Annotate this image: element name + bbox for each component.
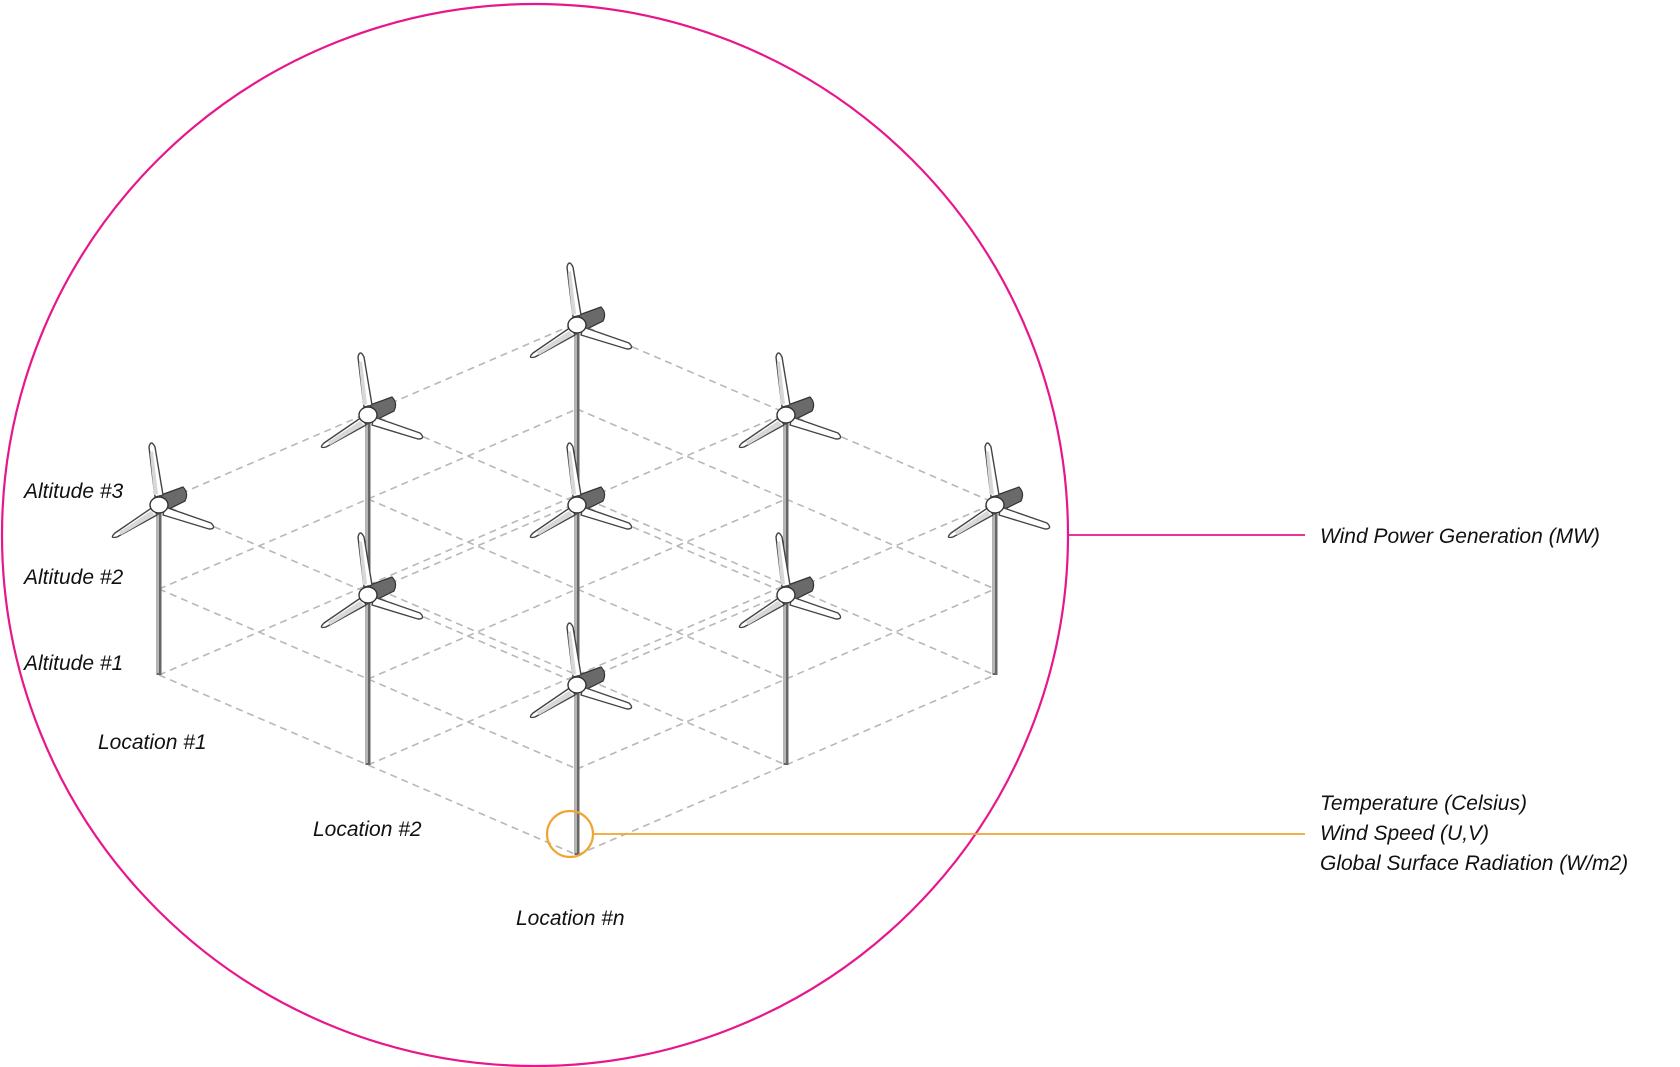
grid-line-col — [367, 412, 787, 594]
grid-line-col — [576, 502, 996, 684]
grid-line-row — [576, 322, 996, 504]
turbine-hub — [567, 676, 587, 694]
turbine-blade-up-shade — [568, 271, 576, 315]
grid-line-row — [158, 588, 578, 770]
turbine-blade-up-shade — [986, 451, 994, 495]
turbine-hub — [358, 406, 378, 424]
altitude-1-label: Altitude #1 — [22, 652, 123, 675]
turbine-blade-up-shade — [359, 361, 367, 405]
grid-line-col — [158, 494, 578, 676]
grid-line-col — [158, 408, 578, 590]
turbine-blade-left-shade — [119, 511, 155, 535]
turbine-blade-left-shade — [746, 601, 782, 625]
wind-turbine — [111, 442, 215, 675]
location-2-label: Location #2 — [313, 818, 422, 841]
turbine-blade-up-shade — [359, 541, 367, 585]
grid-line-col — [367, 584, 787, 766]
wind-turbine — [529, 262, 633, 495]
wind-turbine — [320, 352, 424, 585]
grid-line-row — [367, 412, 787, 594]
wind-turbine — [320, 532, 424, 765]
turbine-blade-left-shade — [537, 511, 573, 535]
dashed-grid — [158, 322, 996, 856]
turbine-blade-up-shade — [568, 631, 576, 675]
turbine-blade-left-shade — [955, 511, 991, 535]
grid-line-col — [367, 498, 787, 680]
turbine-blade-left-shade — [746, 421, 782, 445]
altitude-3-label: Altitude #3 — [22, 480, 124, 503]
turbine-blade-right — [580, 686, 633, 710]
grid-line-row — [576, 494, 996, 676]
turbine-hub — [776, 406, 796, 424]
wind-turbine — [738, 352, 842, 585]
turbine-hub — [567, 496, 587, 514]
turbine-blade-left-shade — [328, 421, 364, 445]
grid-line-col — [158, 322, 578, 504]
wind-power-label: Wind Power Generation (MW) — [1320, 525, 1600, 548]
turbine-hub — [985, 496, 1005, 514]
turbine-blade-left-shade — [537, 691, 573, 715]
turbine-blade-right — [580, 506, 633, 530]
turbine-hub — [567, 316, 587, 334]
grid-line-col — [576, 674, 996, 856]
wind-turbine — [529, 442, 633, 675]
wind-speed-label: Wind Speed (U,V) — [1320, 822, 1489, 845]
turbine-blade-left-shade — [537, 331, 573, 355]
turbines-group — [111, 262, 1051, 855]
highlight-circle — [545, 809, 595, 859]
wind-turbine — [738, 532, 842, 765]
radiation-label: Global Surface Radiation (W/m2) — [1320, 852, 1628, 875]
turbine-hub — [149, 496, 169, 514]
wind-turbine — [529, 622, 633, 855]
turbine-blade-up-shade — [568, 451, 576, 495]
location-1-label: Location #1 — [98, 731, 207, 754]
temperature-label: Temperature (Celsius) — [1320, 792, 1527, 815]
turbine-blade-up-shade — [150, 451, 158, 495]
grid-line-row — [367, 498, 787, 680]
turbine-blade-right — [998, 506, 1051, 530]
altitude-2-label: Altitude #2 — [22, 566, 124, 589]
turbine-blade-right — [789, 596, 842, 620]
grid-line-col — [576, 588, 996, 770]
turbine-blade-right — [371, 416, 424, 440]
location-n-label: Location #n — [516, 907, 625, 930]
turbine-blade-left-shade — [328, 601, 364, 625]
turbine-hub — [776, 586, 796, 604]
grid-line-row — [158, 502, 578, 684]
grid-line-row — [158, 674, 578, 856]
turbine-blade-right — [371, 596, 424, 620]
turbine-hub — [358, 586, 378, 604]
wind-turbine — [947, 442, 1051, 675]
turbine-blade-up-shade — [777, 541, 785, 585]
turbine-blade-right — [580, 326, 633, 350]
turbine-blade-up-shade — [777, 361, 785, 405]
turbine-blade-right — [162, 506, 215, 530]
grid-line-row — [576, 408, 996, 590]
turbine-blade-right — [789, 416, 842, 440]
grid-line-row — [367, 584, 787, 766]
